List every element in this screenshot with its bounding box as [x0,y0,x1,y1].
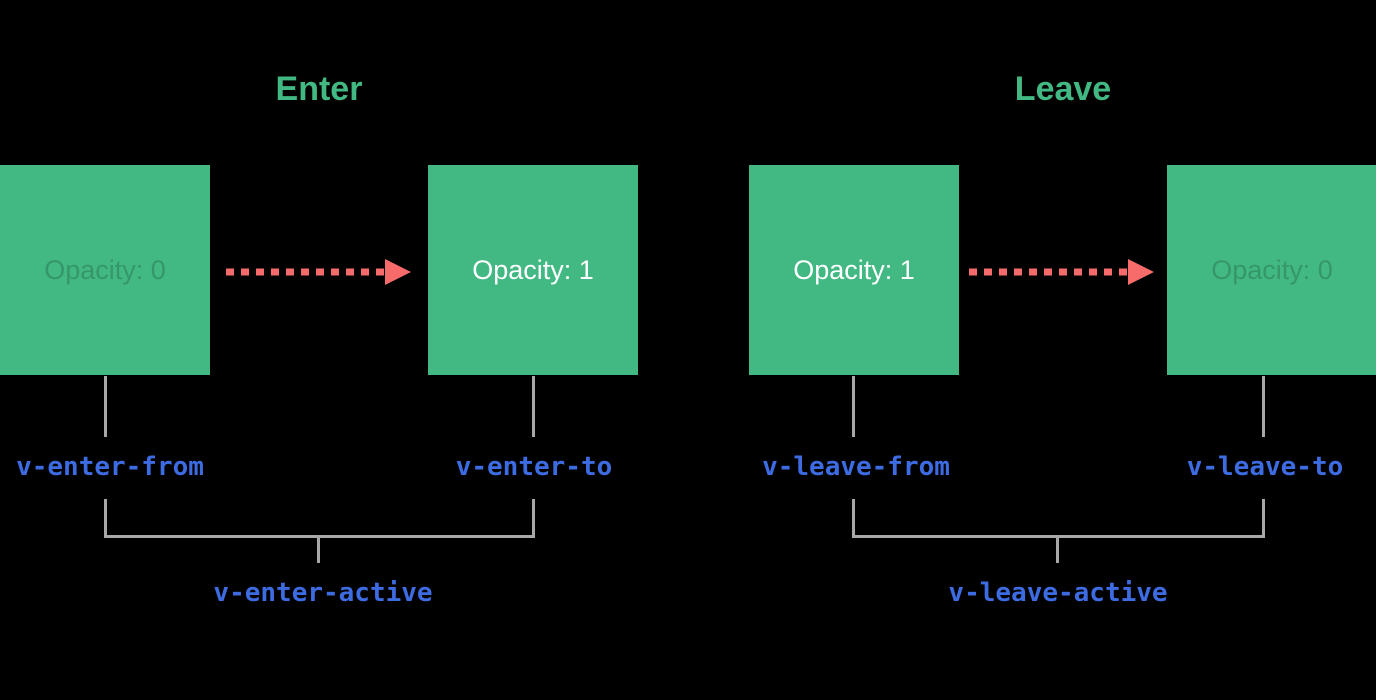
leave-from-label: v-leave-from [762,452,950,482]
enter-from-label: v-enter-from [16,452,204,482]
enter-arrow-dashed-right-icon [226,259,411,285]
leave-to-box: Opacity: 0 [1167,165,1376,375]
enter-active-bracket-bar [104,535,535,538]
enter-to-label: v-enter-to [455,452,613,482]
leave-to-box-text: Opacity: 0 [1211,254,1333,285]
leave-arrow-dashed-right-icon [969,259,1154,285]
leave-heading: Leave [1014,70,1112,108]
enter-active-bracket-right-leg [532,499,535,538]
leave-active-bracket-stem [1056,538,1059,563]
enter-to-connector-line [532,376,535,437]
leave-from-box-text: Opacity: 1 [793,254,915,285]
enter-from-box: Opacity: 0 [0,165,210,375]
enter-active-label: v-enter-active [213,578,433,608]
leave-from-box: Opacity: 1 [749,165,959,375]
leave-to-label: v-leave-to [1186,452,1344,482]
enter-active-bracket-stem [317,538,320,563]
leave-active-label: v-leave-active [948,578,1168,608]
enter-heading: Enter [275,70,363,108]
enter-from-connector-line [104,376,107,437]
leave-active-bracket-right-leg [1262,499,1265,538]
enter-to-box-text: Opacity: 1 [472,254,594,285]
leave-active-bracket-bar [852,535,1265,538]
leave-from-connector-line [852,376,855,437]
leave-to-connector-line [1262,376,1265,437]
leave-active-bracket-left-leg [852,499,855,538]
enter-active-bracket-left-leg [104,499,107,538]
enter-from-box-text: Opacity: 0 [44,254,166,285]
enter-to-box: Opacity: 1 [428,165,638,375]
